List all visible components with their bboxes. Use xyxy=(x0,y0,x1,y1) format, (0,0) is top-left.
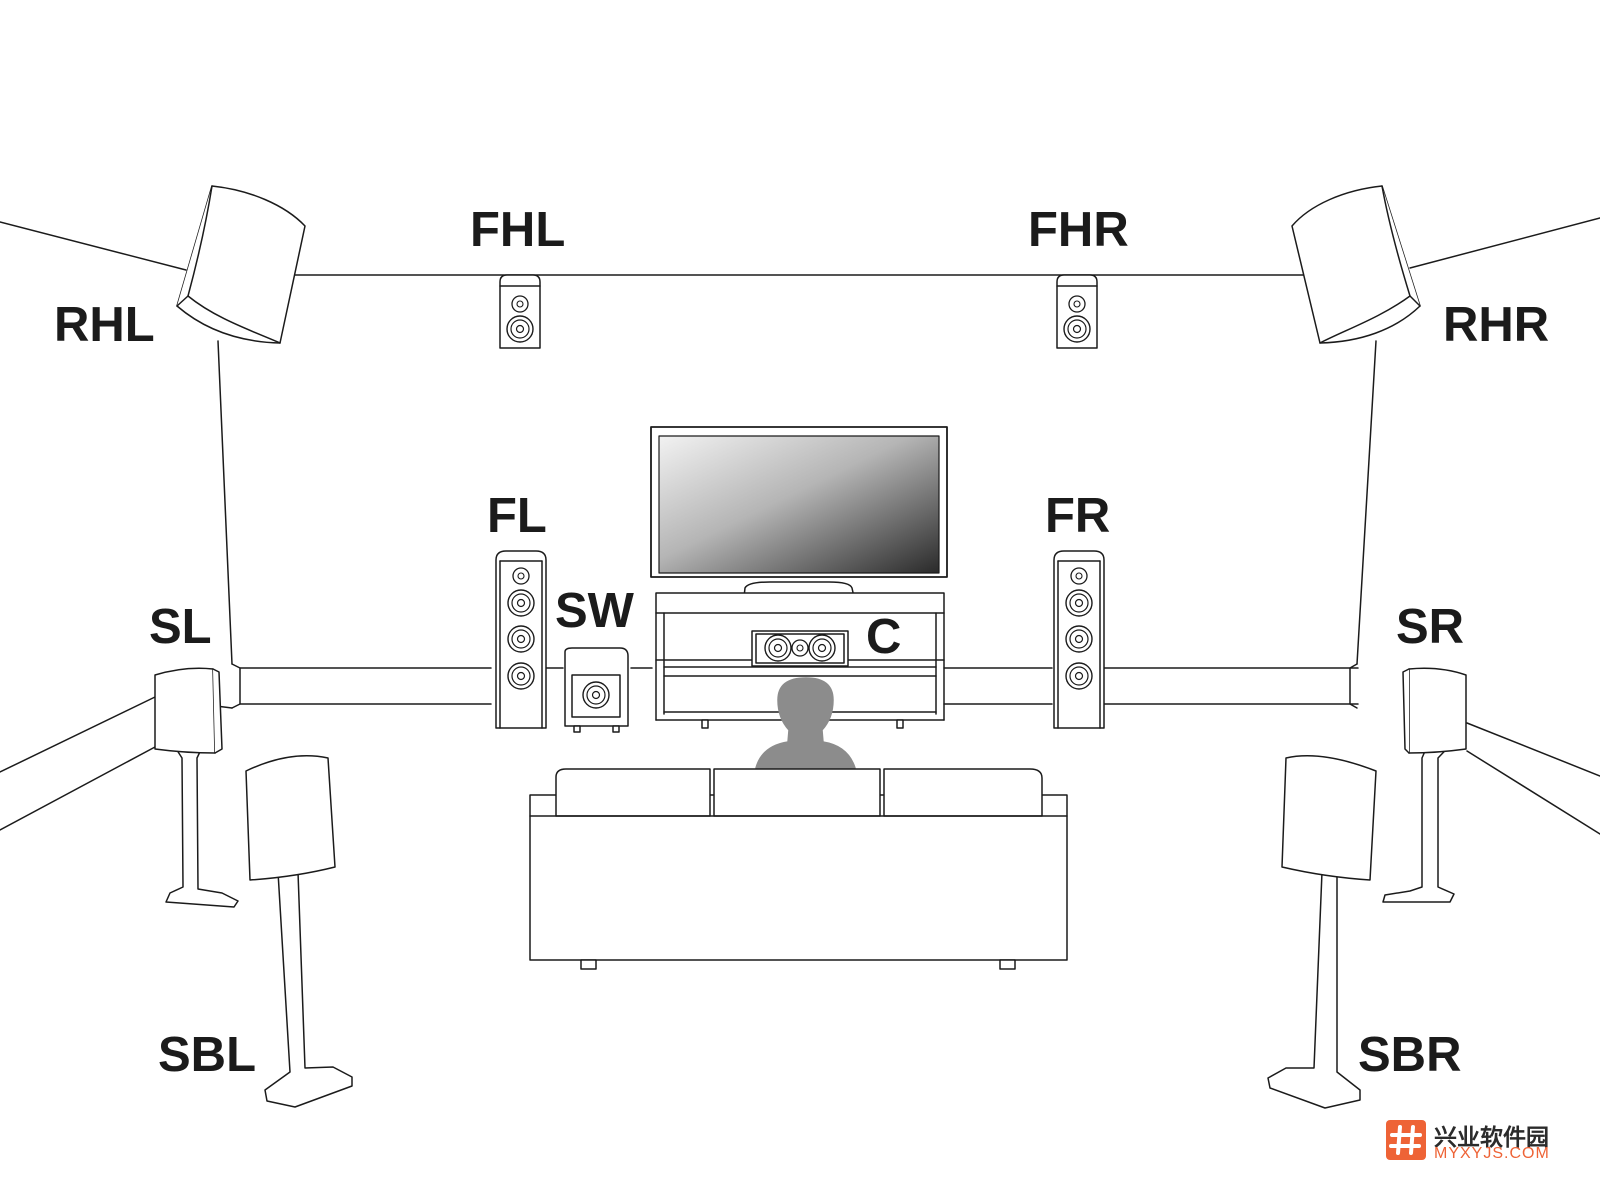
listener xyxy=(755,677,856,769)
label-sbr: SBR xyxy=(1358,1028,1462,1082)
speaker-sl xyxy=(154,667,239,908)
label-sr: SR xyxy=(1396,600,1465,654)
label-sbl: SBL xyxy=(158,1028,256,1082)
label-c: C xyxy=(866,610,902,664)
speaker-rhr xyxy=(1291,185,1421,344)
watermark-site: MYXYJS.COM xyxy=(1434,1145,1550,1162)
label-fhr: FHR xyxy=(1028,203,1129,257)
sofa xyxy=(529,768,1068,970)
watermark-name: 兴业软件园 xyxy=(1434,1125,1549,1151)
watermark-logo-icon xyxy=(1386,1120,1426,1160)
label-sw: SW xyxy=(555,584,634,638)
label-fhl: FHL xyxy=(470,203,566,257)
label-rhr: RHR xyxy=(1443,298,1550,352)
label-fr: FR xyxy=(1045,489,1111,543)
speaker-sr xyxy=(1382,667,1467,903)
watermark: 兴业软件园 MYXYJS.COM xyxy=(1386,1118,1586,1166)
label-sl: SL xyxy=(149,600,212,654)
television xyxy=(650,426,948,598)
tv-cabinet xyxy=(655,592,945,729)
speaker-sbl xyxy=(245,755,353,1108)
label-fl: FL xyxy=(487,489,547,543)
speaker-sbr xyxy=(1267,755,1377,1109)
speaker-rhl xyxy=(176,185,306,344)
wall-corner-left xyxy=(217,340,233,665)
ceiling-edge-right xyxy=(1409,217,1600,269)
ceiling-edge-left xyxy=(0,221,187,271)
wall-corner-right xyxy=(1356,340,1377,665)
label-rhl: RHL xyxy=(54,298,155,352)
